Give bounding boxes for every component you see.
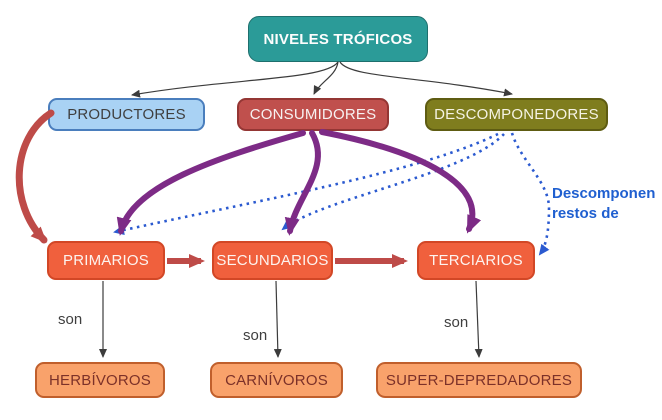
node-secundarios: SECUNDARIOS [212,241,333,280]
node-herbivoros: HERBÍVOROS [35,362,165,398]
edge-descomponedores-secundarios [281,133,505,231]
edge-productores-primarios [15,109,55,244]
edge-secundarios-carnivoros [273,280,282,358]
node-niveles-troficos: NIVELES TRÓFICOS [248,16,428,62]
edge-title-consumidores [313,61,339,95]
edge-descomponedores-primarios [113,132,499,235]
node-consumidores: CONSUMIDORES [237,98,389,131]
node-productores: PRODUCTORES [48,98,205,131]
edge-label-son-1: son [58,311,83,328]
descomponen-note: Descomponen restos de [552,185,656,223]
edge-label-son-3: son [444,314,469,331]
node-terciarios: TERCIARIOS [417,241,535,280]
edge-consumidores-primarios [116,130,306,236]
node-carnivoros: CARNÍVOROS [210,362,343,398]
node-descomponedores: DESCOMPONEDORES [425,98,608,131]
node-primarios: PRIMARIOS [47,241,165,280]
node-super-depredadores: SUPER-DEPREDADORES [376,362,582,398]
edge-consumidores-terciarios [319,129,482,234]
edge-title-productores [131,61,339,98]
edge-label-son-2: son [243,327,268,344]
edge-consumidores-secundarios [284,130,321,236]
edge-title-descomponedores [339,61,513,97]
edge-descomponedores-terciarios [510,132,551,256]
edge-terciarios-superdepredadores [474,280,483,358]
